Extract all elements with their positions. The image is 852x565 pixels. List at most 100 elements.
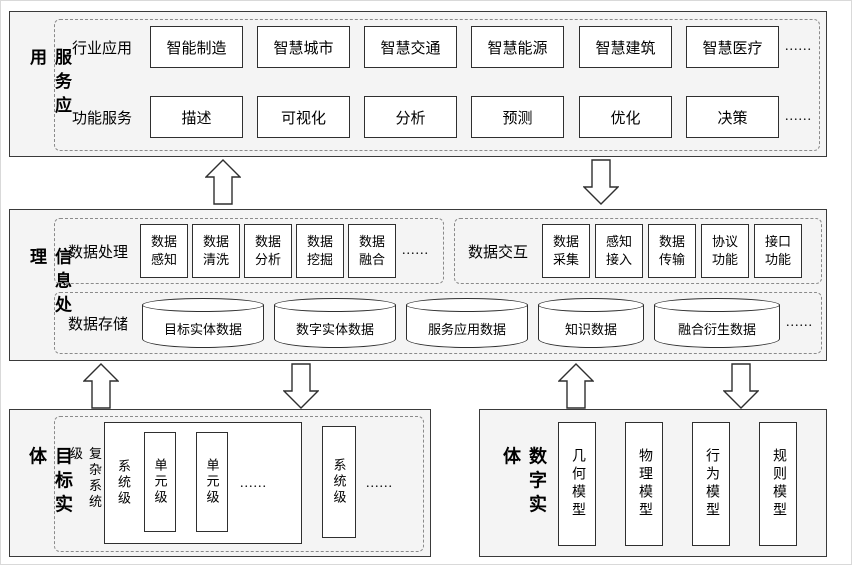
processing-item-box: 数据清洗 <box>192 224 240 278</box>
model-label: 规则模型 <box>771 448 786 520</box>
ellipsis-text: ...... <box>366 476 393 491</box>
model-label: 物理模型 <box>637 448 652 520</box>
processing-item-box: 数据感知 <box>140 224 188 278</box>
down-arrow-icon <box>723 363 759 409</box>
ellipsis-text: ...... <box>402 243 429 258</box>
cylinder-top <box>406 298 528 312</box>
function-item-box: 决策 <box>686 96 779 138</box>
up-arrow-icon <box>205 159 241 205</box>
industry-item-label: 智慧能源 <box>487 40 548 57</box>
interaction-item-box: 接口功能 <box>754 224 802 278</box>
industry-item-box: 智慧交通 <box>364 26 457 68</box>
processing-item-box: 数据挖掘 <box>296 224 344 278</box>
cylinder-top <box>654 298 780 312</box>
information-processing-layer: 信息处理 数据处理 数据感知 数据清洗 数据分析 数据挖掘 数据融合 .....… <box>9 209 827 361</box>
service-layer-title: 服务应用 <box>27 48 71 120</box>
cylinder-top <box>538 298 644 312</box>
function-item-label: 预测 <box>502 110 533 127</box>
industry-item-box: 智慧城市 <box>257 26 350 68</box>
unit-level-box: 单元级 <box>144 432 176 532</box>
industry-item-label: 智慧医疗 <box>702 40 763 57</box>
processing-item-box: 数据融合 <box>348 224 396 278</box>
function-row-label: 功能服务 <box>71 110 132 127</box>
processing-item-label: 数据分析 <box>254 234 281 267</box>
interaction-item-label: 感知接入 <box>605 234 632 267</box>
unit-level-box: 单元级 <box>196 432 228 532</box>
system-level-label: 系统级 <box>331 458 347 506</box>
model-label: 行为模型 <box>704 448 719 520</box>
industry-item-box: 智慧医疗 <box>686 26 779 68</box>
digital-layer-title: 数字实体 <box>501 446 547 519</box>
interaction-item-box: 协议功能 <box>701 224 749 278</box>
storage-cylinder: 知识数据 <box>538 298 644 348</box>
industry-row-label: 行业应用 <box>71 40 132 57</box>
storage-cylinder: 融合衍生数据 <box>654 298 780 348</box>
storage-item-label: 知识数据 <box>564 322 617 337</box>
function-item-box: 分析 <box>364 96 457 138</box>
model-box: 行为模型 <box>692 422 730 546</box>
complex-system-level-label: 复杂系统级 <box>68 446 102 511</box>
target-dashed-box <box>54 416 424 552</box>
interaction-item-label: 协议功能 <box>711 234 738 267</box>
storage-item-label: 融合衍生数据 <box>677 322 756 337</box>
service-application-layer: 服务应用 行业应用 智能制造 智慧城市 智慧交通 智慧能源 智慧建筑 智慧医疗 … <box>9 11 827 157</box>
down-arrow-icon <box>283 363 319 409</box>
digital-entity-layer: 数字实体 几何模型 物理模型 行为模型 规则模型 <box>479 409 827 557</box>
function-item-label: 分析 <box>395 110 426 127</box>
data-storage-dashed-box <box>54 292 822 354</box>
function-item-label: 描述 <box>181 110 212 127</box>
down-arrow-icon <box>583 159 619 205</box>
interaction-item-box: 数据传输 <box>648 224 696 278</box>
target-entity-layer: 目标实体 复杂系统级 系统级 单元级 单元级 ...... 系统级 ...... <box>9 409 431 557</box>
cylinder-top <box>142 298 264 312</box>
data-processing-dashed-box <box>54 218 444 284</box>
industry-item-label: 智能制造 <box>166 40 227 57</box>
industry-item-label: 智慧建筑 <box>595 40 656 57</box>
storage-item-label: 服务应用数据 <box>427 322 506 337</box>
industry-item-label: 智慧交通 <box>380 40 441 57</box>
processing-item-label: 数据清洗 <box>202 234 229 267</box>
model-label: 几何模型 <box>570 448 585 520</box>
industry-item-label: 智慧城市 <box>273 40 334 57</box>
interaction-item-label: 接口功能 <box>764 234 791 267</box>
industry-item-box: 智能制造 <box>150 26 243 68</box>
unit-level-label: 单元级 <box>152 458 168 506</box>
processing-item-label: 数据挖掘 <box>306 234 333 267</box>
cylinder-body <box>142 305 264 348</box>
storage-cylinder: 服务应用数据 <box>406 298 528 348</box>
cylinder-body <box>654 305 780 348</box>
ellipsis-text: ...... <box>785 39 812 54</box>
storage-item-label: 数字实体数据 <box>295 322 374 337</box>
service-dashed-box <box>54 19 820 151</box>
function-item-label: 优化 <box>610 110 641 127</box>
industry-item-box: 智慧建筑 <box>579 26 672 68</box>
cylinder-body <box>406 305 528 348</box>
industry-item-box: 智慧能源 <box>471 26 564 68</box>
function-item-box: 预测 <box>471 96 564 138</box>
processing-item-label: 数据融合 <box>358 234 385 267</box>
data-storage-label: 数据存储 <box>67 316 128 333</box>
function-item-box: 优化 <box>579 96 672 138</box>
unit-level-label: 单元级 <box>204 458 220 506</box>
interaction-item-label: 数据采集 <box>552 234 579 267</box>
function-item-box: 描述 <box>150 96 243 138</box>
interaction-item-box: 数据采集 <box>542 224 590 278</box>
up-arrow-icon <box>558 363 594 409</box>
processing-item-box: 数据分析 <box>244 224 292 278</box>
cylinder-body <box>274 305 396 348</box>
cylinder-top <box>274 298 396 312</box>
model-box: 物理模型 <box>625 422 663 546</box>
function-item-label: 决策 <box>717 110 748 127</box>
storage-cylinder: 目标实体数据 <box>142 298 264 348</box>
storage-cylinder: 数字实体数据 <box>274 298 396 348</box>
cylinder-body <box>538 305 644 348</box>
target-layer-title: 目标实体 <box>27 446 73 519</box>
function-item-box: 可视化 <box>257 96 350 138</box>
data-processing-label: 数据处理 <box>67 244 128 261</box>
up-arrow-icon <box>83 363 119 409</box>
system-level-label: 系统级 <box>116 459 131 507</box>
storage-item-label: 目标实体数据 <box>163 322 242 337</box>
data-interaction-label: 数据交互 <box>467 244 528 261</box>
data-interaction-dashed-box <box>454 218 822 284</box>
